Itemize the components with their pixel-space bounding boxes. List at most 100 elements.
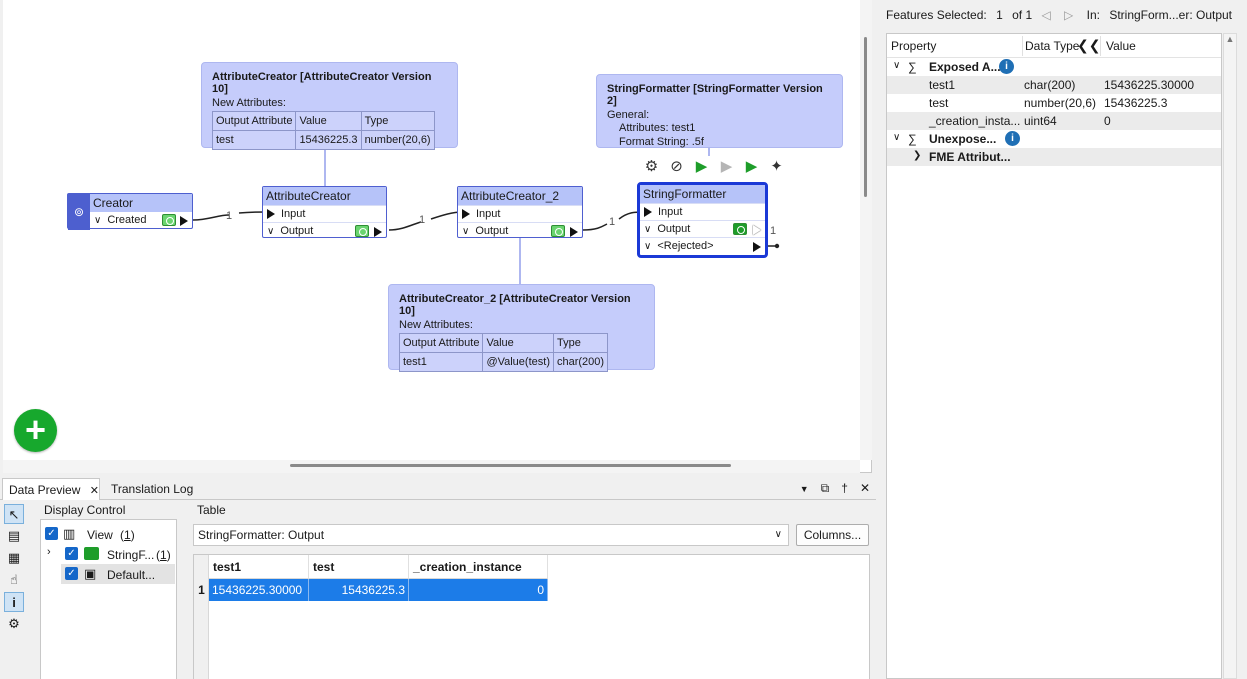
attribute-row[interactable]: test1 char(200) 15436225.30000 [887, 76, 1221, 94]
column-value[interactable]: Value [1106, 39, 1136, 53]
scroll-up-icon[interactable]: ▲ [1225, 34, 1235, 44]
eye-icon[interactable] [162, 214, 176, 226]
next-icon[interactable]: ▷ [1064, 8, 1074, 22]
tab-label: Data Preview [9, 483, 81, 497]
run-from-icon[interactable]: ▶ [720, 158, 733, 175]
run-to-icon[interactable]: ▶ [695, 158, 708, 175]
canvas-horizontal-scrollbar[interactable] [3, 460, 860, 473]
tree-item-default[interactable]: ✓ ▣ Default... [61, 564, 175, 584]
node-attributecreator[interactable]: AttributeCreator Input ∨Output [262, 186, 387, 238]
inspector-scrollbar[interactable]: ▲ [1223, 33, 1237, 679]
attribute-row[interactable]: _creation_insta... uint64 0 [887, 112, 1221, 130]
annotation-header: Output Attribute [211, 111, 297, 131]
workspace-canvas[interactable]: AttributeCreator [AttributeCreator Versi… [3, 0, 872, 473]
close-icon[interactable]: ✕ [89, 485, 99, 497]
info-panel-icon[interactable]: i [4, 592, 24, 612]
port-rejected[interactable]: ∨<Rejected> [640, 237, 765, 254]
tree-item-view[interactable]: ✓ ▥ View (1) [41, 524, 176, 544]
group-fme-attributes[interactable]: ❯ FME Attribut... [887, 148, 1221, 166]
annotation-attributecreator[interactable]: AttributeCreator [AttributeCreator Versi… [201, 62, 458, 150]
sum-slashed-icon: ∑ [908, 132, 917, 146]
table-header[interactable]: test1 [209, 555, 309, 579]
input-port-icon [644, 207, 652, 218]
port-output[interactable]: ∨Output [640, 220, 765, 237]
port-created[interactable]: ∨Created [90, 212, 192, 229]
group-exposed-attributes[interactable]: ∨ ∑ Exposed A... i [887, 58, 1221, 76]
chevron-down-icon[interactable]: ∨ [893, 60, 901, 71]
node-creator[interactable]: ⊚ Creator ∨Created [67, 193, 193, 230]
table-cell[interactable]: 0 [409, 579, 548, 601]
node-stringformatter[interactable]: StringFormatter Input ∨Output ∨<Rejected… [637, 182, 768, 258]
attribute-name: test [929, 96, 949, 110]
output-port-icon[interactable] [753, 224, 761, 240]
annotation-cell: test1 [398, 352, 484, 372]
group-label: FME Attribut... [929, 150, 1011, 164]
scrollbar-thumb[interactable] [864, 37, 867, 197]
table-header[interactable]: test [309, 555, 409, 579]
table-icon[interactable]: ▦ [7, 550, 21, 565]
eye-icon[interactable] [551, 225, 565, 237]
annotation-subtitle: New Attributes: [212, 97, 286, 109]
checkbox-checked-icon[interactable]: ✓ [65, 567, 78, 580]
annotation-stringformatter[interactable]: StringFormatter [StringFormatter Version… [596, 74, 843, 148]
eye-icon[interactable] [733, 223, 747, 235]
scrollbar-thumb[interactable] [290, 464, 731, 467]
select-pointer-icon[interactable]: ↖ [4, 504, 24, 524]
settings-icon[interactable]: ⚙ [8, 616, 20, 631]
annotation-attributecreator-2[interactable]: AttributeCreator_2 [AttributeCreator Ver… [388, 284, 655, 372]
port-output[interactable]: ∨Output [263, 222, 386, 239]
tree-item-stringformatter[interactable]: › ✓ StringF... (1) [47, 546, 171, 562]
output-port-icon[interactable] [374, 226, 382, 242]
info-icon[interactable]: i [999, 59, 1014, 75]
annotation-cell: @Value(test) [482, 352, 554, 372]
checkbox-checked-icon[interactable]: ✓ [45, 527, 58, 540]
row-number[interactable]: 1 [198, 583, 205, 597]
output-port-icon[interactable] [753, 241, 761, 257]
info-icon[interactable]: i [1005, 131, 1020, 147]
column-data-type[interactable]: Data Type [1025, 39, 1080, 53]
annotation-line: Attributes: test1 [619, 122, 696, 134]
column-property[interactable]: Property [891, 39, 937, 53]
chevron-right-icon[interactable]: › [47, 546, 51, 558]
node-title: AttributeCreator_2 [458, 187, 582, 205]
previous-icon[interactable]: ◁ [1041, 8, 1051, 22]
table-select-value: StringFormatter: Output [198, 528, 325, 542]
tab-data-preview[interactable]: Data Preview ✕ [2, 478, 100, 500]
output-port-icon[interactable] [180, 215, 188, 231]
port-input[interactable]: Input [640, 203, 765, 220]
output-port-icon[interactable] [570, 226, 578, 242]
chevron-right-icon[interactable]: ❯ [913, 150, 922, 161]
feature-inspector: Features Selected: 1 of 1 ◁ ▷ In: String… [878, 0, 1247, 679]
node-attributecreator-2[interactable]: AttributeCreator_2 Input ∨Output [457, 186, 583, 238]
sum-icon: ∑ [908, 60, 917, 74]
port-input[interactable]: Input [458, 205, 582, 222]
attribute-row[interactable]: test number(20,6) 15436225.3 [887, 94, 1221, 112]
gear-icon[interactable]: ⚙ [644, 158, 659, 175]
float-icon[interactable]: ⧉ [820, 481, 830, 495]
port-output[interactable]: ∨Output [458, 222, 582, 239]
sparkle-icon[interactable]: ✦ [770, 158, 783, 175]
chevron-down-icon[interactable]: ∨ [893, 132, 901, 143]
group-unexposed-attributes[interactable]: ∨ ∑ Unexpose... i [887, 130, 1221, 148]
pointer-icon[interactable]: ☝ [10, 572, 18, 587]
annotation-header: Value [295, 111, 362, 131]
layout-icon[interactable]: ▤ [7, 528, 21, 543]
add-transformer-button[interactable]: + [14, 409, 57, 452]
collapse-column-icon[interactable]: ❮❮ [1077, 37, 1101, 53]
disable-icon[interactable]: ⊘ [670, 158, 683, 175]
run-this-icon[interactable]: ▶ [745, 158, 758, 175]
close-panel-icon[interactable]: ✕ [859, 481, 870, 495]
port-input[interactable]: Input [263, 205, 386, 222]
table-select[interactable]: StringFormatter: Output ∨ [193, 524, 789, 546]
dropdown-icon[interactable]: ▼ [799, 484, 809, 494]
table-cell[interactable]: 15436225.3 [309, 579, 409, 601]
table-header[interactable]: _creation_instance [409, 555, 548, 579]
table-cell[interactable]: 15436225.30000 [209, 579, 309, 601]
tab-translation-log[interactable]: Translation Log [105, 478, 199, 500]
columns-button[interactable]: Columns... [796, 524, 869, 546]
canvas-vertical-scrollbar[interactable] [860, 0, 872, 460]
pin-icon[interactable]: † [841, 481, 848, 495]
checkbox-checked-icon[interactable]: ✓ [65, 547, 78, 560]
annotation-cell: 15436225.3 [295, 130, 362, 150]
eye-icon[interactable] [355, 225, 369, 237]
